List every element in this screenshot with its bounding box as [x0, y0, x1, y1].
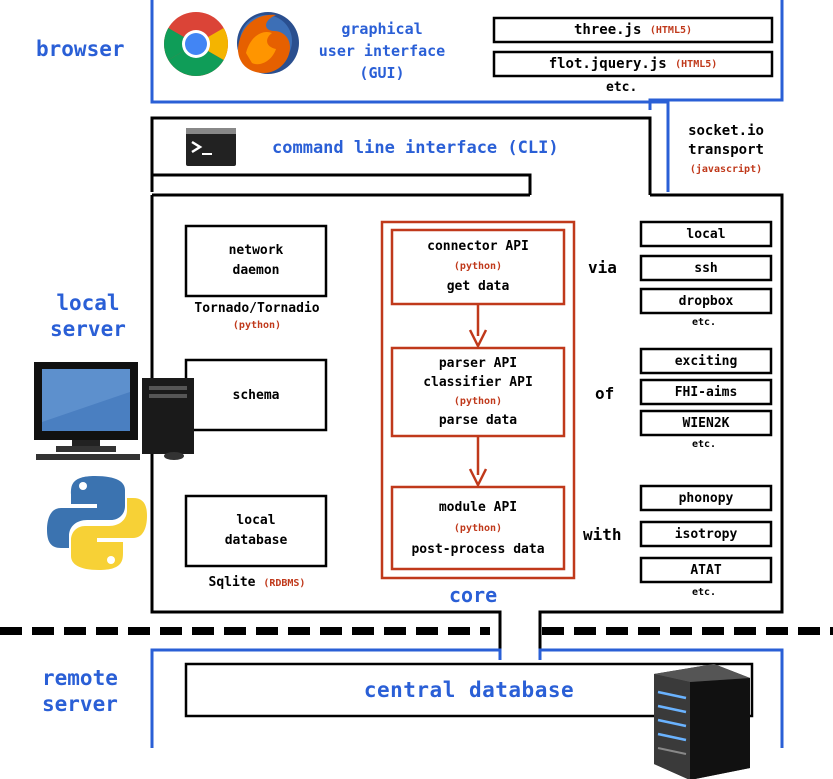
- remote-server-outline: [150, 648, 502, 748]
- remote-server-label-line2: server: [42, 692, 118, 716]
- remote-server-label: remote server: [42, 665, 118, 717]
- tornado-lang: (python): [232, 320, 282, 331]
- local-database-box: [184, 494, 328, 568]
- firefox-icon: [237, 12, 299, 74]
- local-database-text: local database: [186, 496, 326, 566]
- via-dropbox: dropbox: [678, 293, 734, 309]
- with-etc: etc.: [692, 587, 717, 598]
- socketio-label: socket.io transport (javascript): [676, 122, 776, 179]
- connector-api-text: connector API (python) get data: [392, 230, 564, 304]
- of-fhiaims: FHI-aims: [674, 384, 738, 400]
- chrome-icon: [164, 12, 228, 76]
- lib-threejs-tag: (HTML5): [649, 24, 693, 36]
- module-api-desc: post-process data: [411, 541, 545, 557]
- via-box-dropbox: [639, 287, 773, 315]
- gui-label-line1: graphical: [341, 20, 423, 38]
- via-etc: etc.: [692, 317, 717, 328]
- gui-label-line3: (GUI): [359, 64, 405, 82]
- with-isotropy: isotropy: [674, 526, 738, 542]
- local-server-label: local server: [50, 290, 126, 342]
- with-box-isotropy: [639, 520, 773, 548]
- socketio-line3: (javascript): [689, 164, 763, 175]
- browser-outline-right: [648, 0, 784, 110]
- parser-api-title1: parser API: [438, 356, 518, 371]
- connector-api-lang: (python): [453, 261, 503, 272]
- module-api-lang: (python): [453, 522, 503, 534]
- of-label: of: [595, 384, 615, 403]
- local-database-line2: database: [224, 533, 288, 548]
- local-database-line1: local: [236, 513, 276, 528]
- lib-box-threejs: [492, 16, 774, 44]
- parser-api-title2: classifier API: [423, 375, 533, 390]
- python-logo-icon: [47, 476, 147, 570]
- sqlite-label: Sqlite (RDBMS): [172, 575, 342, 590]
- gui-label: graphical user interface (GUI): [312, 18, 452, 84]
- local-server-outline: [538, 193, 784, 658]
- schema-text: schema: [232, 387, 280, 403]
- module-api-box: [390, 485, 566, 571]
- server-rack-icon: [654, 664, 750, 779]
- cli-outline: [150, 116, 652, 195]
- schema-box: [184, 358, 328, 432]
- local-server-label-line2: server: [50, 317, 126, 341]
- sqlite-name: Sqlite: [208, 575, 256, 590]
- tornado-label: Tornado/Tornadio: [194, 301, 320, 316]
- with-label: with: [583, 525, 622, 544]
- via-local: local: [686, 226, 726, 242]
- terminal-icon: [186, 128, 236, 166]
- lib-flot-name: flot.jquery.js: [548, 56, 667, 72]
- via-label: via: [588, 258, 617, 277]
- with-atat: ATAT: [690, 562, 722, 578]
- via-ssh: ssh: [694, 260, 718, 276]
- gui-label-line2: user interface: [318, 42, 446, 60]
- lib-box-flot: [492, 50, 774, 78]
- connector-api-box: [390, 228, 566, 306]
- module-api-text: module API (python) post-process data: [392, 487, 564, 569]
- network-daemon-box: [184, 224, 328, 298]
- sqlite-tag: (RDBMS): [263, 578, 306, 589]
- module-api-title: module API: [438, 499, 518, 515]
- socketio-line2: transport: [688, 142, 764, 158]
- of-wien2k: WIEN2K: [682, 415, 730, 431]
- network-daemon-line2: daemon: [232, 263, 280, 278]
- of-box-exciting: [639, 347, 773, 375]
- parser-api-text: parser API classifier API (python) parse…: [392, 348, 564, 436]
- via-box-local: [639, 220, 773, 248]
- with-box-phonopy: [639, 484, 773, 512]
- connector-api-title: connector API: [427, 239, 529, 254]
- with-phonopy: phonopy: [678, 490, 734, 506]
- of-box-fhiaims: [639, 378, 773, 406]
- of-box-wien2k: [639, 409, 773, 437]
- remote-server-label-line1: remote: [42, 666, 118, 690]
- socketio-line1: socket.io: [688, 123, 764, 139]
- parser-api-lang: (python): [453, 396, 503, 407]
- connector-api-desc: get data: [446, 279, 510, 294]
- parser-api-box: [390, 346, 566, 438]
- cli-label: command line interface (CLI): [272, 138, 559, 158]
- browser-libs-etc: etc.: [606, 80, 638, 95]
- parser-api-desc: parse data: [438, 413, 518, 428]
- via-box-ssh: [639, 254, 773, 282]
- central-database-label: central database: [363, 678, 575, 702]
- computer-icon: [34, 362, 194, 460]
- network-daemon-line1: network: [228, 243, 284, 258]
- lib-flot: flot.jquery.js (HTML5): [494, 52, 772, 76]
- lib-threejs-name: three.js: [573, 22, 642, 38]
- of-etc: etc.: [692, 439, 717, 450]
- with-box-atat: [639, 556, 773, 584]
- of-exciting: exciting: [674, 353, 738, 369]
- core-outline: [380, 220, 576, 580]
- browser-label: browser: [36, 37, 125, 61]
- lib-threejs: three.js (HTML5): [494, 18, 772, 42]
- local-server-label-line1: local: [56, 291, 120, 315]
- lib-flot-tag: (HTML5): [675, 58, 718, 70]
- network-daemon-text: network daemon: [186, 226, 326, 296]
- core-label: core: [449, 583, 498, 607]
